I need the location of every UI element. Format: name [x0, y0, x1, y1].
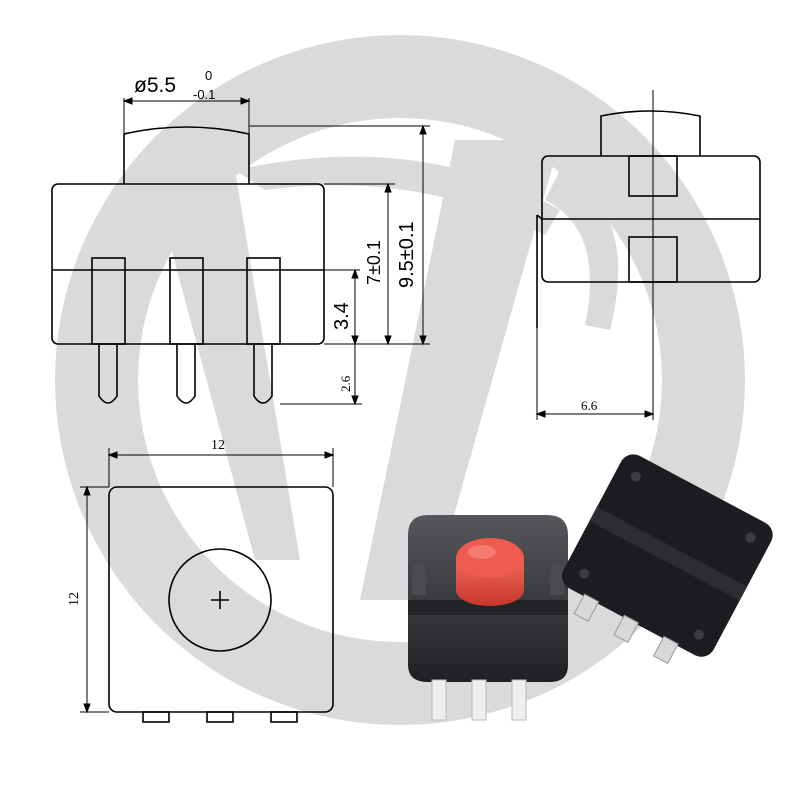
- side-dimensions: [535, 90, 655, 420]
- dim-width-12: 12: [211, 438, 225, 453]
- top-dimensions: [80, 448, 335, 714]
- front-dimensions: [122, 97, 430, 406]
- top-pin-center: [206, 711, 234, 723]
- dim-height-9-5: 9.5±0.1: [396, 221, 418, 288]
- pin-center: [169, 257, 204, 345]
- switch-photo-front: [408, 515, 568, 721]
- pin-left: [91, 257, 126, 345]
- dim-width-6-6: 6.6: [581, 398, 598, 413]
- top-view: [108, 486, 334, 723]
- top-pin-right: [270, 711, 298, 723]
- side-button-cap: [600, 110, 701, 156]
- front-view: [51, 126, 325, 404]
- dim-height-7: 7±0.1: [364, 240, 384, 285]
- dim-height-12: 12: [67, 592, 82, 606]
- side-view: [536, 110, 761, 328]
- switch-photo-rear: [562, 454, 773, 665]
- dim-diameter-tol-upper: 0: [205, 68, 212, 83]
- dim-height-3-4: 3.4: [331, 302, 353, 330]
- top-pin-left: [142, 711, 170, 723]
- dim-height-2-6: 2.6: [338, 375, 353, 392]
- dim-diameter-tol-lower: -0.1: [193, 87, 215, 102]
- pin-right: [246, 257, 281, 345]
- dim-diameter: ø5.5: [134, 74, 176, 97]
- brand-logo-watermark-icon: [55, 35, 745, 725]
- front-button-cap: [123, 126, 250, 184]
- top-button-circle: [168, 548, 272, 652]
